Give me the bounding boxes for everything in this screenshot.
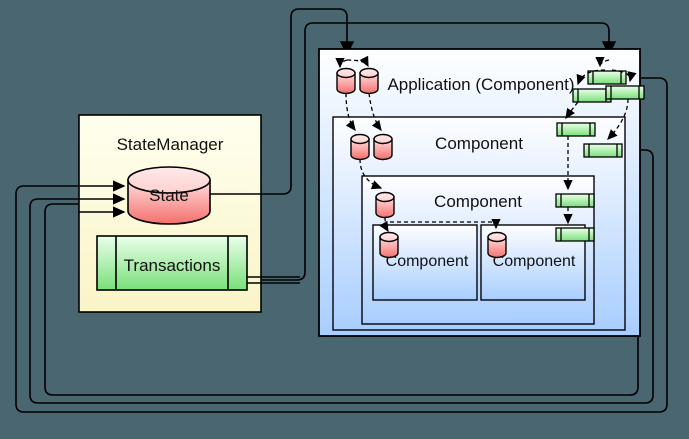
component-transaction-interfaces	[555, 70, 645, 242]
state-outbound-stub	[210, 193, 300, 284]
state-manager-title: StateManager	[117, 135, 224, 154]
cylinder-c3b-state[interactable]	[487, 231, 507, 259]
link-tx-b-to-c1	[565, 101, 579, 120]
interface-app-tx-c[interactable]	[605, 85, 645, 100]
component-l2-title: Component	[434, 192, 522, 211]
link-app-to-c1-a	[345, 92, 356, 132]
transactions-label: Transactions	[124, 256, 221, 275]
interface-c1-tx-a[interactable]	[556, 122, 596, 137]
cylinder-app-state-b[interactable]	[359, 67, 379, 95]
interface-c3-tx[interactable]	[555, 227, 595, 242]
application-title: Application (Component)	[387, 75, 574, 94]
link-tx-a-to-c	[611, 69, 637, 83]
component-l3a-title: Component	[386, 253, 469, 270]
interface-app-tx-a[interactable]	[587, 70, 627, 85]
cylinder-c1-state-a[interactable]	[350, 133, 370, 161]
state-inbound-arrows	[79, 180, 126, 218]
interface-c2-tx[interactable]	[555, 193, 595, 208]
propagation-links	[335, 55, 637, 233]
link-app-to-c1-b	[368, 92, 382, 132]
cylinder-c3a-state[interactable]	[379, 231, 399, 259]
interface-app-tx-b[interactable]	[572, 88, 612, 103]
link-tx-c-to-c1b	[607, 98, 629, 140]
interface-c1-tx-b[interactable]	[583, 143, 623, 158]
link-c1-to-c2	[359, 158, 383, 190]
state-label: State	[149, 186, 189, 205]
link-app-a	[335, 57, 348, 69]
link-tx-in-a	[595, 56, 610, 68]
link-c2-to-c3a	[379, 216, 389, 233]
cylinder-app-state-a[interactable]	[336, 67, 356, 95]
component-l3b-title: Component	[493, 253, 576, 270]
return-path-a	[15, 77, 668, 413]
return-path-b	[29, 149, 654, 404]
state-to-application-path-1	[210, 8, 355, 195]
link-tx-a-to-b	[576, 69, 606, 86]
transactions-bar[interactable]: Transactions	[96, 235, 248, 291]
return-path-group	[15, 8, 668, 413]
link-app-b	[346, 55, 369, 68]
component-state-cylinders	[336, 67, 507, 259]
component-l1-title: Component	[435, 134, 523, 153]
cylinder-c2-state[interactable]	[375, 191, 395, 219]
transactions-to-application-path	[247, 22, 617, 281]
state-cylinder[interactable]: State	[127, 166, 211, 225]
cylinder-c1-state-b[interactable]	[373, 133, 393, 161]
